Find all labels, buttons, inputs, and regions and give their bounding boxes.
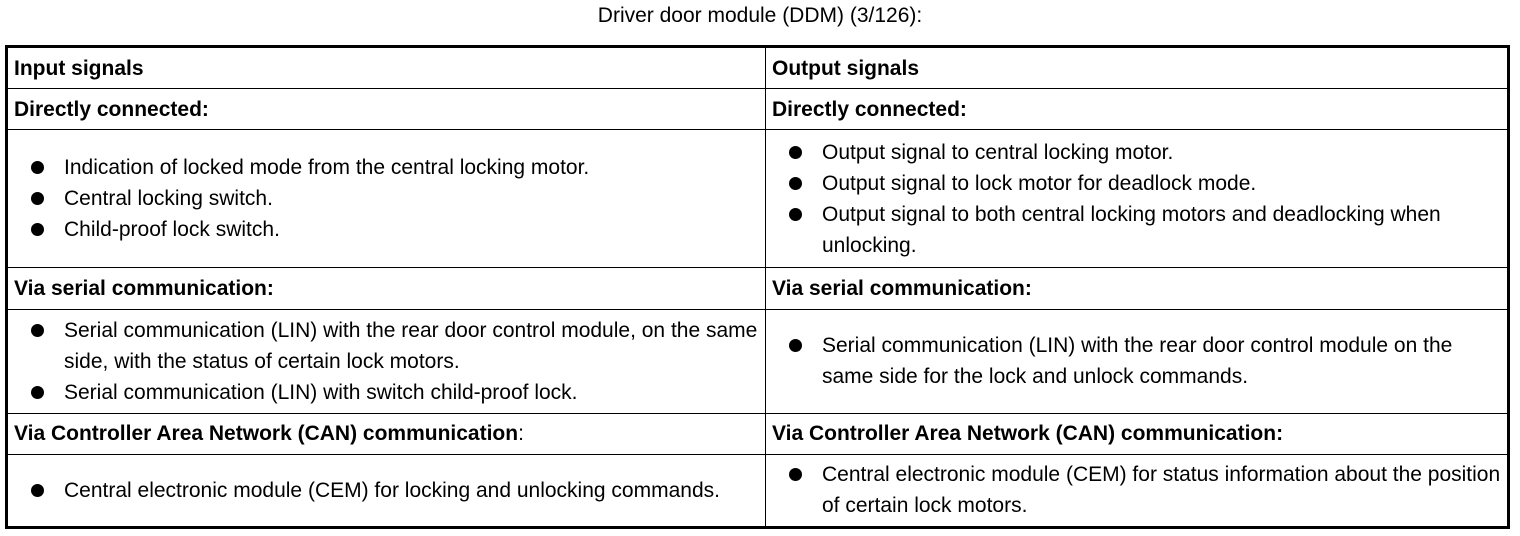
- input-section-heading: Via Controller Area Network (CAN) commun…: [6, 412, 766, 455]
- list-item: Output signal to both central locking mo…: [789, 199, 1501, 261]
- list-item-text: Child-proof lock switch.: [64, 218, 280, 242]
- list-item: Serial communication (LIN) with the rear…: [789, 330, 1501, 392]
- list-item: Output signal to central locking motor.: [789, 137, 1501, 168]
- list-item: Serial communication (LIN) with the rear…: [31, 315, 759, 377]
- output-section-heading: Directly connected:: [765, 88, 1509, 131]
- input-section-heading: Via serial communication:: [6, 267, 766, 310]
- output-items-cell: Serial communication (LIN) with the rear…: [765, 308, 1509, 414]
- list-item-text: Output signal to both central locking mo…: [822, 202, 1441, 257]
- input-signals-header: Input signals: [6, 45, 766, 90]
- input-items-cell: Central electronic module (CEM) for lock…: [6, 453, 766, 529]
- bullet-icon: [789, 468, 802, 482]
- output-items-list: Output signal to central locking motor. …: [772, 137, 1501, 261]
- bullet-icon: [31, 223, 44, 237]
- input-items-list: Serial communication (LIN) with the rear…: [14, 315, 759, 408]
- output-items-cell: Output signal to central locking motor. …: [765, 129, 1509, 269]
- bullet-icon: [789, 207, 802, 221]
- output-items-cell: Central electronic module (CEM) for stat…: [765, 453, 1509, 529]
- list-item-text: Serial communication (LIN) with the rear…: [64, 318, 758, 373]
- list-item-text: Central electronic module (CEM) for stat…: [822, 463, 1501, 518]
- input-items-cell: Indication of locked mode from the centr…: [6, 129, 766, 269]
- section-heading-row-can: Via Controller Area Network (CAN) commun…: [6, 412, 1509, 455]
- output-section-heading: Via serial communication:: [765, 267, 1509, 310]
- output-signals-header: Output signals: [765, 45, 1509, 90]
- table-caption: Driver door module (DDM) (3/126):: [597, 4, 923, 27]
- bullet-icon: [31, 483, 44, 497]
- section-body-row-directly-connected: Indication of locked mode from the centr…: [6, 129, 1509, 269]
- input-items-cell: Serial communication (LIN) with the rear…: [6, 308, 766, 414]
- bullet-icon: [789, 145, 802, 159]
- input-items-list: Central electronic module (CEM) for lock…: [14, 475, 759, 506]
- section-body-row-serial: Serial communication (LIN) with the rear…: [6, 308, 1509, 414]
- list-item: Output signal to lock motor for deadlock…: [789, 168, 1501, 199]
- table-header-row: Input signals Output signals: [6, 45, 1509, 90]
- signals-table: Input signals Output signals Directly co…: [5, 45, 1510, 529]
- list-item: Serial communication (LIN) with switch c…: [31, 377, 759, 408]
- list-item: Indication of locked mode from the centr…: [31, 152, 759, 183]
- bullet-icon: [31, 323, 44, 337]
- list-item: Central locking switch.: [31, 183, 759, 214]
- list-item-text: Indication of locked mode from the centr…: [64, 156, 590, 180]
- section-heading-row-serial: Via serial communication: Via serial com…: [6, 267, 1509, 310]
- input-items-list: Indication of locked mode from the centr…: [14, 152, 759, 245]
- output-items-list: Central electronic module (CEM) for stat…: [772, 459, 1501, 521]
- output-section-heading: Via Controller Area Network (CAN) commun…: [765, 412, 1509, 455]
- input-section-heading-colon: :: [518, 422, 524, 446]
- list-item: Child-proof lock switch.: [31, 214, 759, 245]
- bullet-icon: [31, 385, 44, 399]
- list-item-text: Serial communication (LIN) with switch c…: [64, 380, 578, 404]
- input-section-heading: Directly connected:: [6, 88, 766, 131]
- bullet-icon: [31, 192, 44, 206]
- list-item: Central electronic module (CEM) for lock…: [31, 475, 759, 506]
- list-item-text: Central locking switch.: [64, 187, 273, 211]
- bullet-icon: [789, 339, 802, 353]
- bullet-icon: [789, 176, 802, 190]
- list-item-text: Central electronic module (CEM) for lock…: [64, 478, 720, 502]
- section-body-row-can: Central electronic module (CEM) for lock…: [6, 453, 1509, 529]
- bullet-icon: [31, 161, 44, 175]
- list-item: Central electronic module (CEM) for stat…: [789, 459, 1501, 521]
- list-item-text: Output signal to lock motor for deadlock…: [822, 171, 1257, 195]
- section-heading-row-directly-connected: Directly connected: Directly connected:: [6, 88, 1509, 131]
- list-item-text: Output signal to central locking motor.: [822, 140, 1174, 164]
- list-item-text: Serial communication (LIN) with the rear…: [822, 334, 1453, 389]
- input-section-heading-text: Via Controller Area Network (CAN) commun…: [14, 422, 519, 446]
- output-items-list: Serial communication (LIN) with the rear…: [772, 330, 1501, 392]
